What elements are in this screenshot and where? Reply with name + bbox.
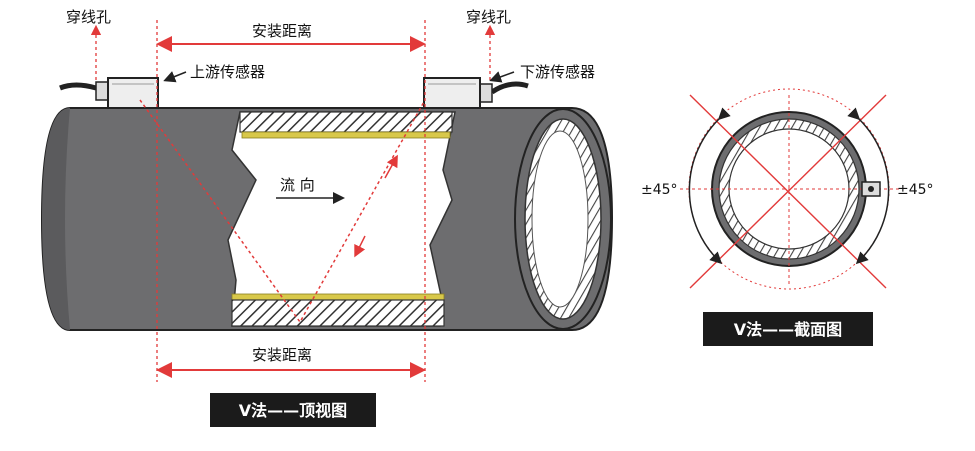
flow-direction-label: 流 向 [280,176,315,194]
pipe-body [40,107,614,331]
section-view-caption-text: V法——截面图 [734,320,842,339]
downstream-sensor [423,77,529,109]
distance-label-bottom: 安装距离 [252,346,312,364]
v-sound-path [139,99,426,324]
top-view-caption-text: V法——顶视图 [239,401,347,420]
angle-label-left: ±45° [641,182,678,198]
hole-label-left: 穿线孔 [66,8,111,26]
upstream-sensor [59,77,159,109]
upstream-sensor-label: 上游传感器 [190,63,265,81]
section-view-caption: V法——截面图 [703,312,873,346]
cross-section [680,88,900,290]
top-view-caption: V法——顶视图 [210,393,376,427]
angle-label-right: ±45° [897,182,934,198]
sensor-leaders [163,71,515,83]
hole-label-right: 穿线孔 [466,8,511,26]
downstream-sensor-label: 下游传感器 [520,63,595,81]
distance-label-top: 安装距离 [252,22,312,40]
install-distance-guides [156,20,426,382]
